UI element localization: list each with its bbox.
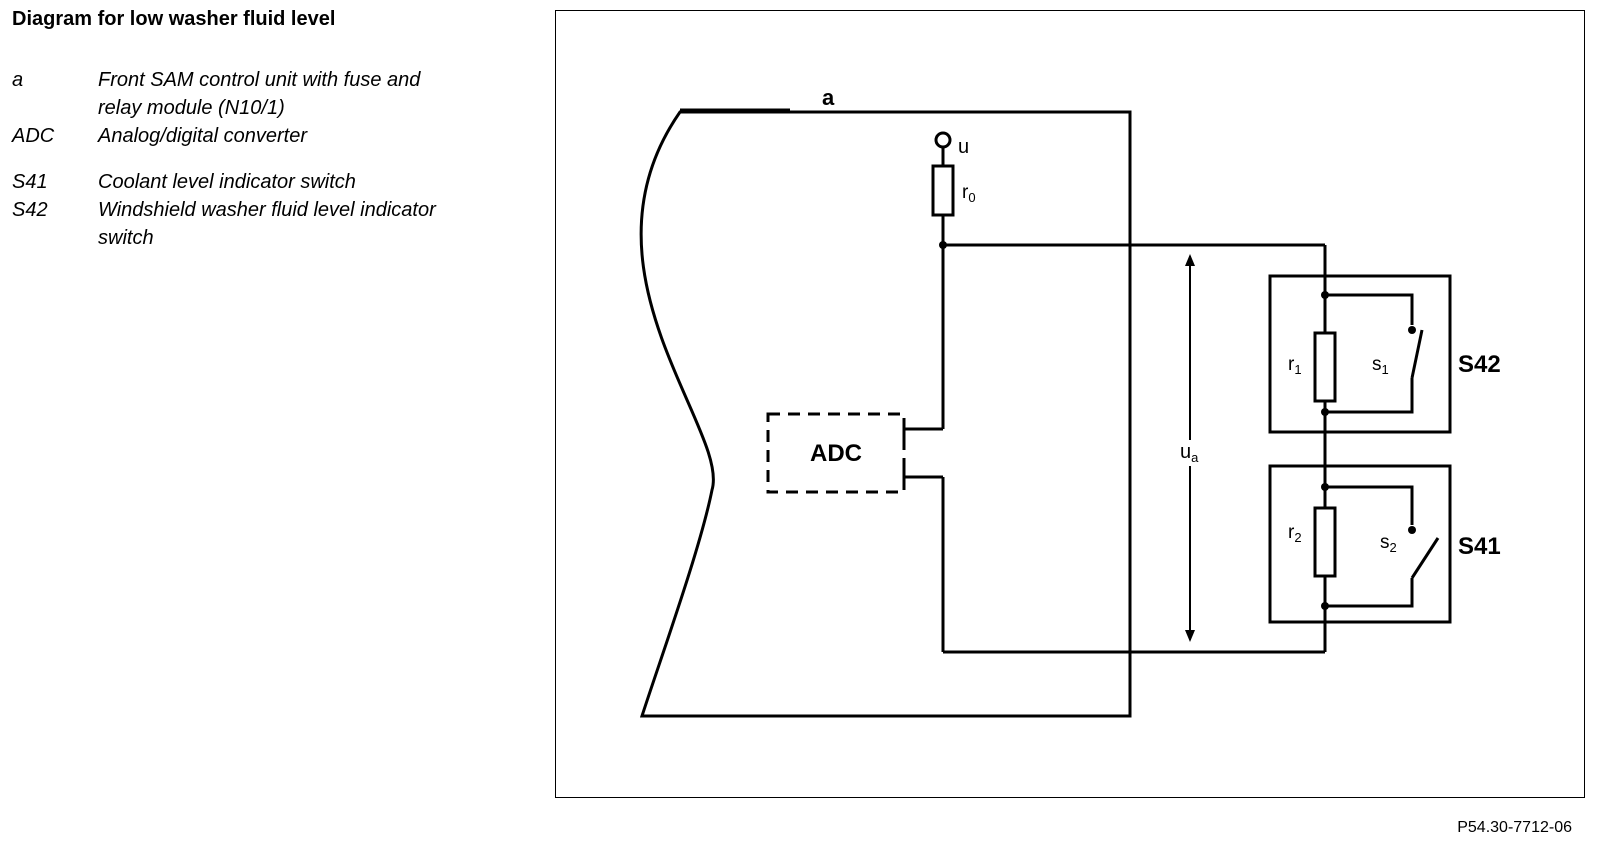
switch-s2-base: s xyxy=(1380,532,1390,553)
resistor-r1 xyxy=(1313,331,1337,403)
switch-s2-contact xyxy=(1408,526,1416,534)
resistor-r0 xyxy=(931,164,955,217)
voltage-label-base: u xyxy=(1180,441,1191,463)
figure-code: P54.30-7712-06 xyxy=(1457,819,1572,836)
legend-key: S42 xyxy=(12,199,48,221)
resistor-r2-base: r xyxy=(1288,522,1295,543)
resistor-r2-label: r2 xyxy=(1288,522,1302,545)
switch-s2-wire-top xyxy=(1325,485,1414,525)
resistor-r1-base: r xyxy=(1288,354,1295,375)
legend-item: a Front SAM control unit with fuse and r… xyxy=(12,66,492,122)
voltage-arrow-up xyxy=(1185,254,1195,266)
switch-s1-blade xyxy=(1410,329,1424,379)
legend-item: S41 Coolant level indicator switch xyxy=(12,168,492,196)
switch-s1-label: s1 xyxy=(1372,354,1389,377)
voltage-indicator: ua xyxy=(1176,254,1206,642)
supply-label: u xyxy=(958,136,969,158)
junction-dot xyxy=(1321,291,1329,299)
legend-item: S42 Windshield washer fluid level indica… xyxy=(12,196,492,252)
legend-item: ADC Analog/digital converter xyxy=(12,122,492,150)
legend-text: Front SAM control unit with fuse and rel… xyxy=(98,69,421,119)
resistor-r0-sub: 0 xyxy=(968,190,975,205)
voltage-label: ua xyxy=(1180,441,1199,465)
switch-s2-blade xyxy=(1410,537,1440,579)
diagram-frame xyxy=(555,10,1585,798)
switch-s42-label: S42 xyxy=(1458,351,1501,378)
switch-s41-box xyxy=(1268,464,1452,624)
junction-dot xyxy=(1321,602,1329,610)
switch-s1-wire-top xyxy=(1325,293,1414,325)
switch-s1-wire-bottom xyxy=(1325,378,1414,414)
switch-s2-sub: 2 xyxy=(1390,540,1397,555)
resistor-r1-sub: 1 xyxy=(1294,362,1301,377)
adc-box xyxy=(766,412,906,494)
junction-dot xyxy=(1321,408,1329,416)
legend-key: a xyxy=(12,69,24,91)
legend-text: Analog/digital converter xyxy=(98,125,308,147)
legend-text: Coolant level indicator switch xyxy=(98,171,356,193)
resistor-r1-label: r1 xyxy=(1288,354,1302,377)
voltage-label-bg xyxy=(1176,440,1206,466)
resistor-r2 xyxy=(1313,506,1337,578)
junction-dot xyxy=(939,241,947,249)
switch-s2-wire-bottom xyxy=(1325,578,1414,608)
resistor-r0-base: r xyxy=(962,182,969,203)
adc-label: ADC xyxy=(810,440,862,467)
legend: a Front SAM control unit with fuse and r… xyxy=(12,66,492,252)
switch-s42: r1 s1 S42 xyxy=(1268,274,1501,434)
legend-text: Windshield washer fluid level indicator … xyxy=(98,199,436,249)
voltage-label-sub: a xyxy=(1191,450,1199,465)
switch-s41: r2 s2 S41 xyxy=(1268,464,1501,624)
switch-s42-box xyxy=(1268,274,1452,434)
resistor-r0-label: r0 xyxy=(962,182,976,205)
control-unit-a xyxy=(639,108,1132,718)
junction-dot xyxy=(1321,483,1329,491)
switch-s1-sub: 1 xyxy=(1382,362,1389,377)
supply-terminal: u xyxy=(934,131,969,158)
legend-key: S41 xyxy=(12,171,48,193)
switch-s1-contact xyxy=(1408,326,1416,334)
resistor-r2-sub: 2 xyxy=(1294,530,1301,545)
switch-s1-base: s xyxy=(1372,354,1382,375)
page-title: Diagram for low washer fluid level xyxy=(12,8,336,30)
label-a: a xyxy=(822,85,835,110)
legend-key: ADC xyxy=(12,125,55,147)
switch-s2-label: s2 xyxy=(1380,532,1397,555)
voltage-arrow-down xyxy=(1185,630,1195,642)
wiring xyxy=(904,147,1327,654)
switch-s41-label: S41 xyxy=(1458,533,1501,560)
control-unit-outline xyxy=(639,110,1132,718)
supply-terminal-circle xyxy=(934,131,952,149)
adc-block: ADC xyxy=(766,412,906,494)
